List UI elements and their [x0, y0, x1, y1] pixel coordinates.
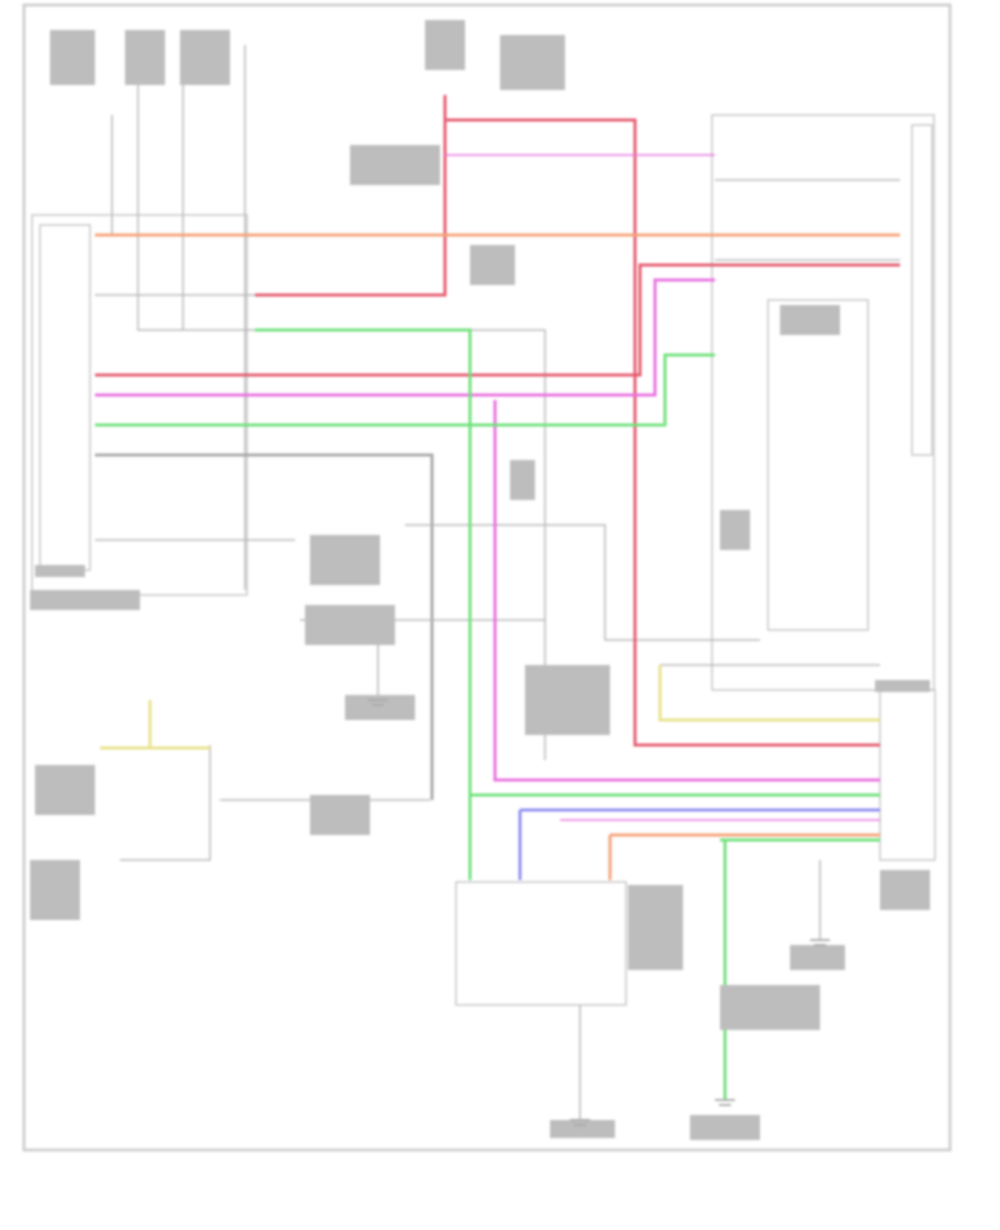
ground-icon — [810, 939, 830, 946]
label-block — [720, 510, 750, 550]
label-block — [550, 1120, 615, 1138]
lower-right-unit — [879, 689, 936, 861]
label-block — [470, 245, 515, 285]
pink-wires — [95, 154, 880, 821]
diagram-frame — [22, 3, 952, 1152]
label-block — [790, 945, 845, 970]
right-switch-module — [711, 114, 935, 691]
label-block — [180, 30, 230, 85]
ground-icon — [715, 1099, 735, 1106]
label-block — [50, 30, 95, 85]
label-block — [510, 460, 535, 500]
orange-wires — [95, 233, 900, 880]
label-block — [305, 605, 395, 645]
label-block — [35, 565, 85, 577]
red-wires — [95, 95, 900, 747]
label-block — [500, 35, 565, 90]
label-block — [425, 20, 465, 70]
label-blocks — [30, 20, 930, 1140]
label-block — [720, 985, 820, 1030]
label-block — [690, 1115, 760, 1140]
blue-wires — [518, 808, 880, 880]
label-block — [875, 680, 930, 692]
label-block — [525, 665, 610, 735]
label-block — [30, 590, 140, 610]
right-connector — [911, 124, 933, 456]
label-block — [35, 765, 95, 815]
label-block — [310, 795, 370, 835]
yellow-wires — [100, 665, 880, 750]
label-block — [780, 305, 840, 335]
left-module-outline — [31, 214, 248, 596]
label-block — [880, 870, 930, 910]
switch-group — [767, 299, 869, 631]
label-block — [345, 695, 415, 720]
bottom-center-module — [455, 881, 627, 1006]
ground-icon — [368, 699, 388, 706]
left-control-module — [39, 224, 91, 571]
label-block — [350, 145, 440, 185]
label-block — [628, 885, 683, 970]
green-wires — [95, 328, 880, 1100]
label-block — [310, 535, 380, 585]
gray-wires — [95, 35, 900, 1120]
label-block — [30, 860, 80, 920]
ground-icons — [368, 699, 830, 1126]
ground-icon — [570, 1119, 590, 1126]
label-block — [125, 30, 165, 85]
